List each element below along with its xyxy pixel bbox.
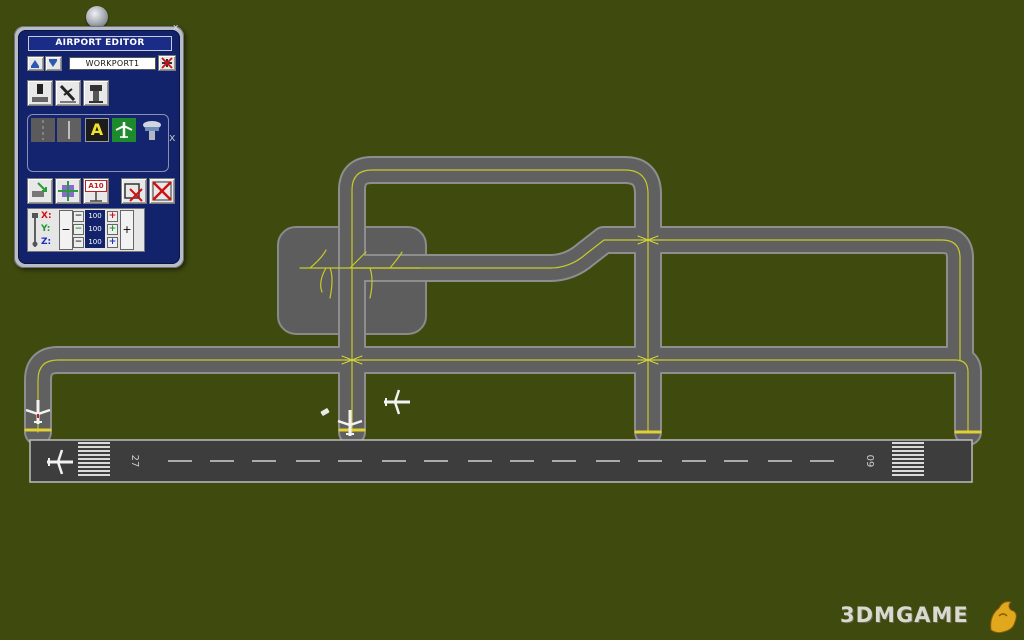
y-increment-button[interactable]: + <box>107 224 118 235</box>
ground-vehicle[interactable] <box>320 408 330 416</box>
gate-label-button[interactable]: A10 <box>83 178 109 204</box>
airport-editor-panel: AIRPORT EDITOR WORKPORT1 <box>14 26 184 268</box>
place-object-icon <box>32 182 47 197</box>
y-value: 100 <box>88 225 102 233</box>
panel-drag-knob[interactable] <box>86 6 108 28</box>
runway-edge-tile-icon <box>57 118 81 142</box>
palette-tile-taxiway[interactable]: A <box>85 118 109 142</box>
load-icon <box>31 60 39 68</box>
clear-all-button[interactable] <box>149 178 175 204</box>
axis-gizmo-icon <box>32 213 38 247</box>
move-object-icon <box>58 181 78 201</box>
delete-airport-button[interactable] <box>158 55 176 71</box>
z-decrement-button[interactable]: − <box>73 237 84 248</box>
palette-tile-tower[interactable] <box>140 118 164 142</box>
taxiway-letter: A <box>90 120 104 139</box>
value-strip <box>85 210 105 248</box>
move-object-button[interactable] <box>55 178 81 204</box>
panel-close-button[interactable]: x <box>173 23 179 33</box>
clear-all-icon <box>152 181 172 201</box>
aircraft-cursor[interactable] <box>384 389 410 415</box>
takeoff-plane-icon <box>59 84 76 103</box>
runway-number-right: 09 <box>864 455 875 468</box>
airport-editor-body: AIRPORT EDITOR WORKPORT1 <box>18 30 180 264</box>
z-value: 100 <box>88 238 102 246</box>
watermark: 3DMGAME <box>840 603 969 627</box>
place-object-button[interactable] <box>27 178 53 204</box>
airport-name-field[interactable]: WORKPORT1 <box>69 57 156 70</box>
coordinate-controls: X: Y: Z: − − − − 100 100 100 + + + + <box>27 208 145 252</box>
palette-tile-runway[interactable] <box>31 118 55 142</box>
category-buildings-button[interactable] <box>83 80 109 106</box>
taxiway-network[interactable] <box>24 156 982 446</box>
palette-scroll-button[interactable]: x <box>169 131 176 144</box>
watermark-text: 3DMGAME <box>840 603 969 627</box>
aircraft-taxiing-left[interactable] <box>25 400 51 424</box>
dragon-logo-icon <box>990 601 1017 634</box>
control-tower-tile-icon <box>143 121 161 140</box>
panel-title: AIRPORT EDITOR <box>28 36 172 51</box>
aircraft-on-runway[interactable] <box>47 449 73 475</box>
palette-tile-stand[interactable] <box>112 118 136 142</box>
category-ground-button[interactable] <box>27 80 53 106</box>
y-decrement-button[interactable]: − <box>73 224 84 235</box>
plus-all-button[interactable]: + <box>120 210 134 250</box>
aircraft-holding[interactable] <box>337 410 363 436</box>
z-increment-button[interactable]: + <box>107 237 118 248</box>
gate-post-icon <box>90 191 102 202</box>
save-icon <box>49 59 57 67</box>
z-axis-label: Z: <box>41 237 52 247</box>
aircraft-stand-tile-icon <box>115 122 133 138</box>
minus-all-button[interactable]: − <box>59 210 73 250</box>
delete-selection-button[interactable] <box>121 178 147 204</box>
tile-palette: A x <box>27 114 176 172</box>
tower-building-icon <box>89 85 103 103</box>
runway-number-left: 27 <box>129 455 140 468</box>
runway[interactable]: 27 09 <box>29 439 973 483</box>
delete-plane-icon <box>161 57 173 69</box>
x-increment-button[interactable]: + <box>107 211 118 222</box>
category-aircraft-button[interactable] <box>55 80 81 106</box>
load-airport-button[interactable] <box>27 56 44 71</box>
runway-warning-icon <box>32 84 48 102</box>
x-value: 100 <box>88 212 102 220</box>
palette-tile-runway-edge[interactable] <box>57 118 81 142</box>
x-axis-label: X: <box>41 211 52 221</box>
x-decrement-button[interactable]: − <box>73 211 84 222</box>
delete-selection-icon <box>124 183 143 202</box>
runway-tile-icon <box>31 118 55 142</box>
y-axis-label: Y: <box>41 224 51 234</box>
save-airport-button[interactable] <box>45 56 62 71</box>
